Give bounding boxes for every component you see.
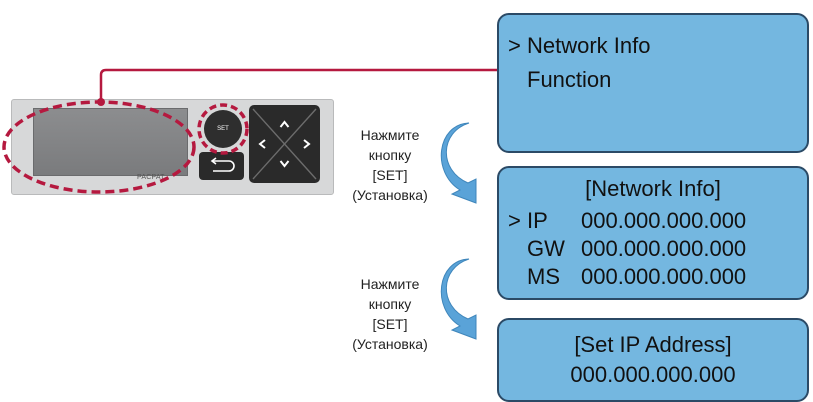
instruction-step-1: Нажмите кнопку [SET] (Установка) bbox=[325, 126, 455, 206]
instruction-line: кнопку bbox=[368, 146, 412, 163]
lcd-highlight bbox=[2, 100, 196, 194]
back-arrow-icon bbox=[210, 157, 235, 172]
screen-title: [Set IP Address] bbox=[574, 332, 732, 357]
instruction-line: Нажмите bbox=[360, 276, 420, 292]
row-label-ms: MS bbox=[527, 264, 560, 289]
curved-arrow-2 bbox=[440, 258, 477, 340]
instruction-line: (Установка) bbox=[352, 186, 428, 203]
row-label-ip: IP bbox=[527, 208, 548, 233]
network-info-screen: [Network Info] > IP 000.000.000.000 GW 0… bbox=[497, 166, 809, 300]
set-button-highlight bbox=[197, 103, 249, 155]
instruction-line: [SET] bbox=[372, 166, 408, 183]
menu-item-network-info: Network Info bbox=[527, 33, 651, 58]
row-label-gw: GW bbox=[527, 236, 565, 261]
instruction-line: Нажмите bbox=[360, 127, 420, 143]
connector-line bbox=[99, 68, 499, 102]
instruction-line: (Установка) bbox=[352, 335, 428, 352]
lcd-display bbox=[33, 108, 188, 176]
row-value-ms: 000.000.000.000 bbox=[581, 264, 747, 289]
direction-pad-icon bbox=[252, 108, 317, 180]
ip-address-value: 000.000.000.000 bbox=[570, 362, 736, 387]
back-button[interactable] bbox=[199, 152, 244, 180]
selection-cursor: > bbox=[508, 33, 521, 58]
selection-cursor: > bbox=[508, 208, 521, 233]
set-button-label: SET bbox=[217, 126, 229, 132]
menu-item-function: Function bbox=[527, 67, 612, 92]
instruction-line: кнопку bbox=[368, 295, 412, 312]
set-button[interactable]: SET bbox=[204, 110, 242, 148]
curved-arrow-1 bbox=[440, 122, 477, 204]
screen-title: [Network Info] bbox=[585, 176, 721, 201]
brand-label: PACPAT bbox=[137, 174, 165, 181]
instruction-step-2: Нажмите кнопку [SET] (Установка) bbox=[325, 275, 455, 355]
connector-dot bbox=[97, 98, 105, 106]
navigation-pad[interactable] bbox=[249, 105, 320, 183]
row-value-gw: 000.000.000.000 bbox=[581, 236, 747, 261]
row-value-ip: 000.000.000.000 bbox=[581, 208, 747, 233]
instruction-line: [SET] bbox=[372, 315, 408, 332]
set-ip-screen: [Set IP Address] 000.000.000.000 bbox=[497, 318, 809, 402]
menu-screen: > Network Info Function bbox=[497, 13, 809, 153]
